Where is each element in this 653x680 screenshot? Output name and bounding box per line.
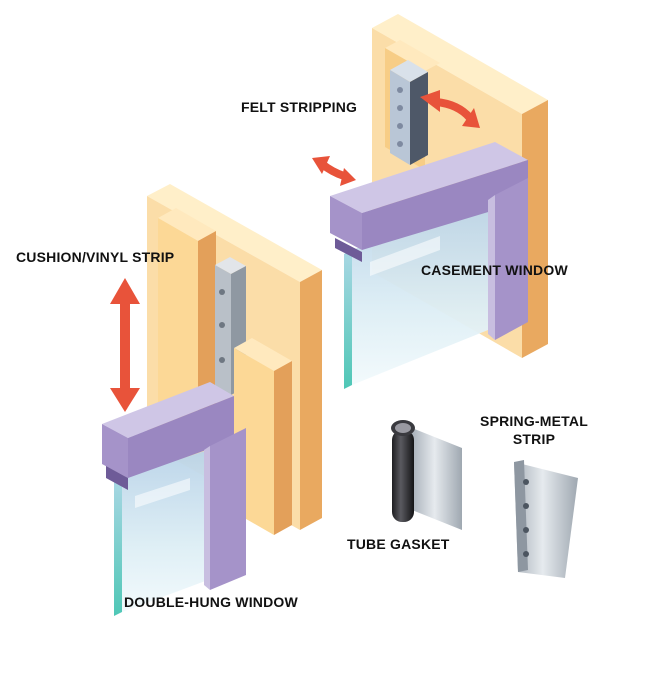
felt-arrow	[420, 90, 480, 128]
vertical-double-arrow	[110, 278, 140, 412]
double-hung-window-illustration	[102, 184, 322, 616]
casement-arrow	[312, 156, 356, 186]
double-hung-sash	[102, 382, 246, 590]
spring-metal-strip	[514, 460, 578, 578]
arrows	[110, 90, 480, 412]
double-hung-glass	[114, 450, 208, 616]
tube-gasket	[391, 420, 462, 530]
cushion-vinyl-strip-label: CUSHION/VINYL STRIP	[16, 249, 175, 265]
casement-glass	[344, 200, 488, 389]
double-hung-window-label: DOUBLE-HUNG WINDOW	[124, 594, 298, 610]
tube-gasket-label: TUBE GASKET	[347, 536, 450, 552]
felt-stripping	[390, 60, 428, 165]
casement-window-illustration	[330, 14, 548, 389]
felt-stripping-label: FELT STRIPPING	[241, 99, 358, 115]
spring-metal-strip-label-line2: STRIP	[512, 431, 556, 447]
casement-sash	[330, 142, 528, 340]
casement-window-label: CASEMENT WINDOW	[421, 262, 568, 278]
spring-metal-strip-label-line1: SPRING-METAL	[480, 413, 588, 429]
